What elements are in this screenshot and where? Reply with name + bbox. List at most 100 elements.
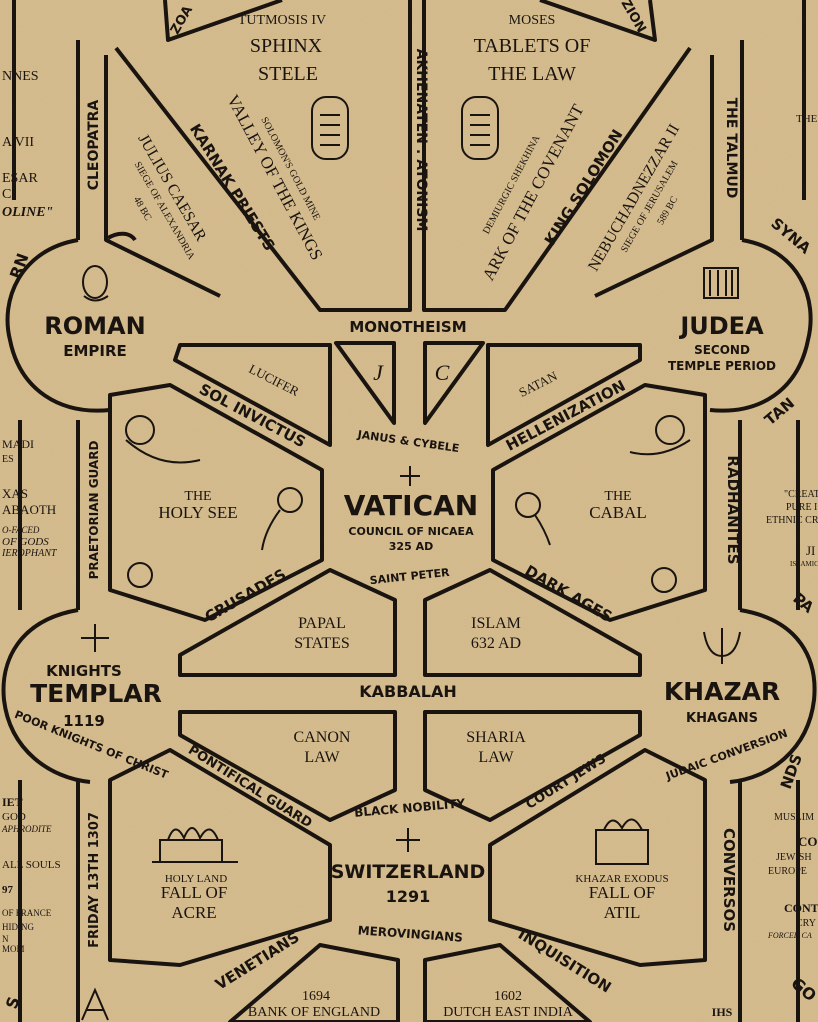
edge-right-islami-text: ISLAMIC — [790, 560, 818, 568]
edge-left-madi-text: MADI — [2, 437, 34, 451]
radhanites-label: RADHANITES — [724, 455, 742, 564]
edge-left-c-text: C — [2, 187, 11, 202]
edge-left-aboath-text: ABAOTH — [2, 502, 56, 517]
tablet-left-icon — [311, 96, 349, 160]
khazar-trident-icon — [703, 628, 741, 664]
edge-left-god-text: GOD — [2, 811, 26, 823]
cherub-top-left — [125, 415, 201, 464]
vatican-sub1: COUNCIL OF NICAEA — [348, 525, 474, 538]
hub-roman-empire: ROMAN EMPIRE — [44, 312, 145, 360]
panels-papal-l1-text: PAPAL — [298, 615, 346, 632]
panels-cabal-l2-text: CABAL — [589, 503, 647, 522]
edge-left-france-text: OF FRANCE — [2, 908, 52, 918]
switzerland-title: SWITZERLAND — [331, 861, 486, 883]
edge-left-mom-text: MOM — [2, 944, 25, 954]
roman-bust-icon — [82, 265, 109, 302]
templar-line1: KNIGHTS — [46, 662, 122, 680]
edge-right-jewish-text: JEWISH — [776, 852, 812, 863]
panels-atil-l3-text: ATIL — [604, 903, 641, 922]
panels-sharia-l2-text: LAW — [478, 749, 514, 766]
panels-moses-l3-text: THE LAW — [488, 63, 576, 85]
edge-right-ji-text: JI — [806, 543, 815, 558]
edge-right-co-text: CO — [798, 834, 818, 849]
judea-title: JUDEA — [678, 312, 764, 340]
edge-right-pure-text: PURE I — [786, 502, 817, 513]
edge-right-muslim-text: MUSLIM — [774, 812, 814, 823]
panels-boe-l2-text: BANK OF ENGLAND — [248, 1005, 380, 1020]
templar-line3: 1119 — [63, 712, 105, 730]
friday13-label: FRIDAY 13TH 1307 — [87, 812, 102, 948]
edge-left-xas-text: XAS — [2, 486, 28, 501]
edge-left-annes-text: NNES — [2, 69, 39, 84]
edge-right-europe-text: EUROPE — [768, 866, 807, 877]
switzerland-sub: 1291 — [386, 887, 431, 906]
khazar-title: KHAZAR — [664, 677, 780, 706]
panels-sphinx-l2-text: SPHINX — [250, 35, 323, 57]
hub-switzerland: SWITZERLAND 1291 — [331, 861, 486, 906]
edge-left-aphrodite-text: APHRODITE — [1, 824, 52, 834]
edge-left-es-text: ES — [2, 454, 14, 465]
panels-acre-l1-text: HOLY LAND — [165, 873, 227, 885]
panels-dei-l2-text: DUTCH EAST INDIA — [443, 1005, 574, 1020]
kabbalah-label: KABBALAH — [359, 682, 457, 701]
akhenaten-label: AKHENATEN : ATONISM — [413, 49, 429, 232]
burning-fortress-icon — [152, 827, 238, 863]
edge-right-crea-text: "CREAT — [784, 489, 818, 500]
cherub-bottom-right — [651, 567, 677, 593]
hub-knights-templar: KNIGHTS TEMPLAR 1119 — [30, 662, 162, 730]
panels-acre-l2-text: FALL OF — [161, 883, 228, 902]
edge-right-the-text: THE — [796, 113, 818, 125]
vatican-sub2: 325 AD — [389, 540, 433, 553]
cherub-middle-right — [515, 492, 551, 546]
roman-sub: EMPIRE — [63, 342, 127, 360]
masonic-compass-icon — [81, 987, 109, 1021]
edge-left-faced-text: O-FACED — [2, 525, 40, 535]
panels-canon-l2-text: LAW — [304, 749, 340, 766]
edge-left-hiding-text: HIDING — [2, 922, 34, 932]
ihs-icon: IHS — [712, 1005, 733, 1019]
edge-right-cry-text: CRY — [796, 918, 816, 929]
edge-left-esar-text: ESAR — [2, 171, 38, 186]
hub-khazar: KHAZAR KHAGANS — [664, 677, 780, 726]
khazar-sub: KHAGANS — [686, 711, 758, 726]
panels-sphinx-l1-text: TUTMOSIS IV — [238, 13, 326, 28]
conversos-label: CONVERSOS — [720, 828, 738, 932]
judea-sub2: TEMPLE PERIOD — [668, 359, 776, 373]
templar-cross-icon — [81, 624, 109, 652]
tablet-right-icon — [461, 96, 499, 160]
panels-j-text: J — [373, 360, 384, 385]
panels-moses-l1-text: MOSES — [509, 13, 556, 28]
cherub-top-right — [629, 415, 691, 456]
panels-islam-l2-text: 632 AD — [471, 635, 521, 652]
cleopatra-label: CLEOPATRA — [86, 100, 102, 191]
talmud-label: THE TALMUD — [723, 98, 739, 199]
panels-c-text: C — [435, 360, 450, 385]
hub-judea: JUDEA SECOND TEMPLE PERIOD — [668, 312, 776, 373]
monotheism-label: MONOTHEISM — [349, 318, 466, 336]
hub-vatican: VATICAN COUNCIL OF NICAEA 325 AD — [344, 489, 478, 553]
svg-text:IHS: IHS — [712, 1005, 733, 1019]
cherub-middle-left — [261, 487, 303, 551]
edge-left-seven-text: 97 — [2, 884, 14, 896]
panels-boe-l1-text: 1694 — [302, 989, 330, 1004]
edge-left-hierophant-text: IEROPHANT — [1, 548, 58, 559]
panels-papal-l2-text: STATES — [294, 635, 350, 652]
edge-left-iet-text: IET — [2, 795, 23, 809]
panels-cabal-l1-text: THE — [604, 489, 631, 504]
edge-right-ethnic-text: ETHNIC CR — [766, 515, 818, 526]
burning-tower-icon — [595, 818, 649, 865]
panels-islam-l1-text: ISLAM — [471, 615, 521, 632]
panels-sharia-l1-text: SHARIA — [466, 729, 526, 746]
sun-cross-icon — [400, 466, 420, 486]
edge-right-forced-text: FORCED CA — [767, 931, 812, 940]
temple-icon — [703, 267, 739, 299]
cherub-bottom-left — [127, 562, 153, 588]
panels-atil-l2-text: FALL OF — [589, 883, 656, 902]
panels-sphinx-l3-text: STELE — [258, 63, 318, 85]
panels-acre-l3-text: ACRE — [171, 903, 216, 922]
edge-left-oline-text: OLINE" — [2, 205, 53, 220]
panels-dei-l1-text: 1602 — [494, 989, 522, 1004]
templar-line2: TEMPLAR — [30, 679, 162, 708]
